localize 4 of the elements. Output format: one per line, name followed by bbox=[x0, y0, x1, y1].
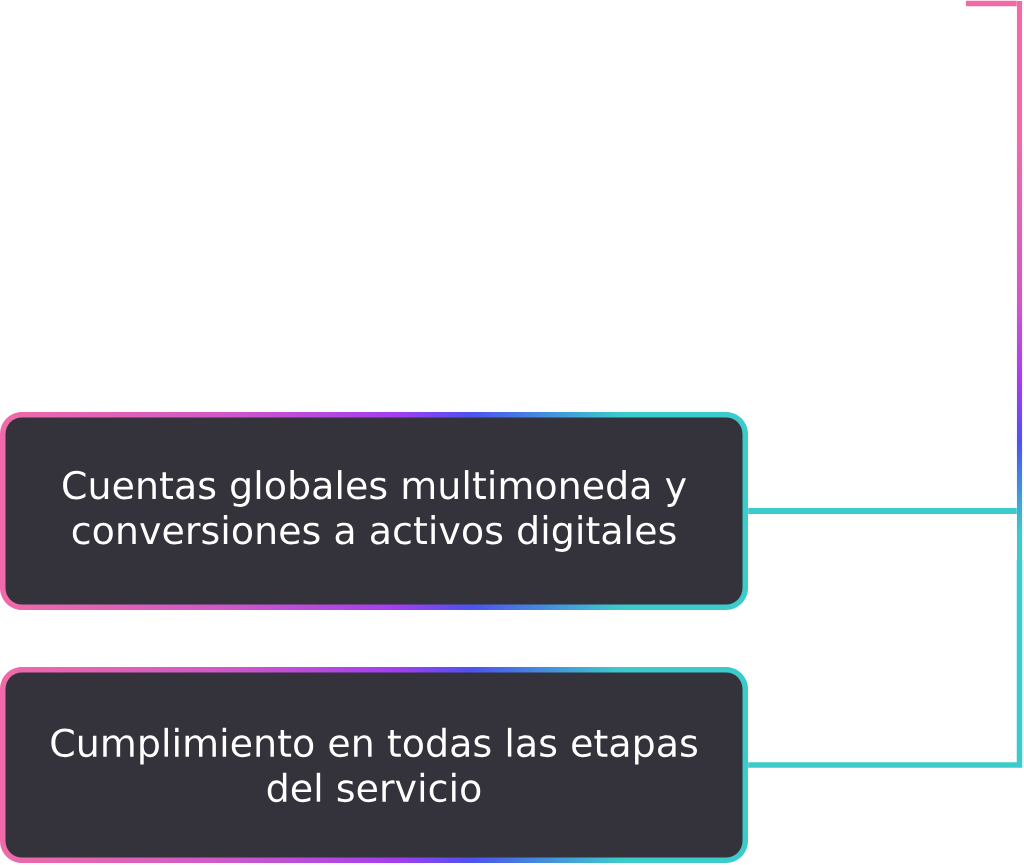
connector-line bbox=[748, 508, 1017, 514]
connector-line bbox=[748, 0, 1023, 768]
text-box: Cumplimiento en todas las etapas del servicio bbox=[5, 672, 743, 858]
text-box: Cuentas globales multimoneda y conversiones a activos digitales bbox=[5, 417, 743, 605]
